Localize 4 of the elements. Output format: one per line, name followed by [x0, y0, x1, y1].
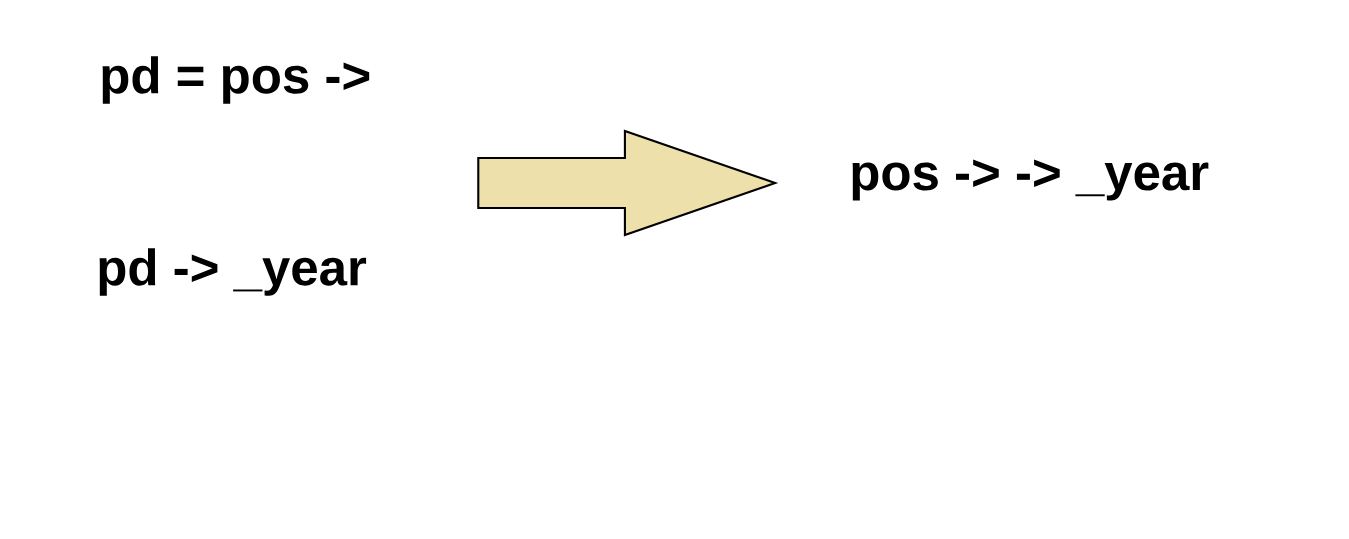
code-text: pd -> _year	[99, 248, 367, 296]
block-arrow	[477, 129, 779, 237]
code-text: pos -> -> _year	[852, 159, 1209, 201]
code-text: pd = pos ->	[102, 56, 370, 104]
